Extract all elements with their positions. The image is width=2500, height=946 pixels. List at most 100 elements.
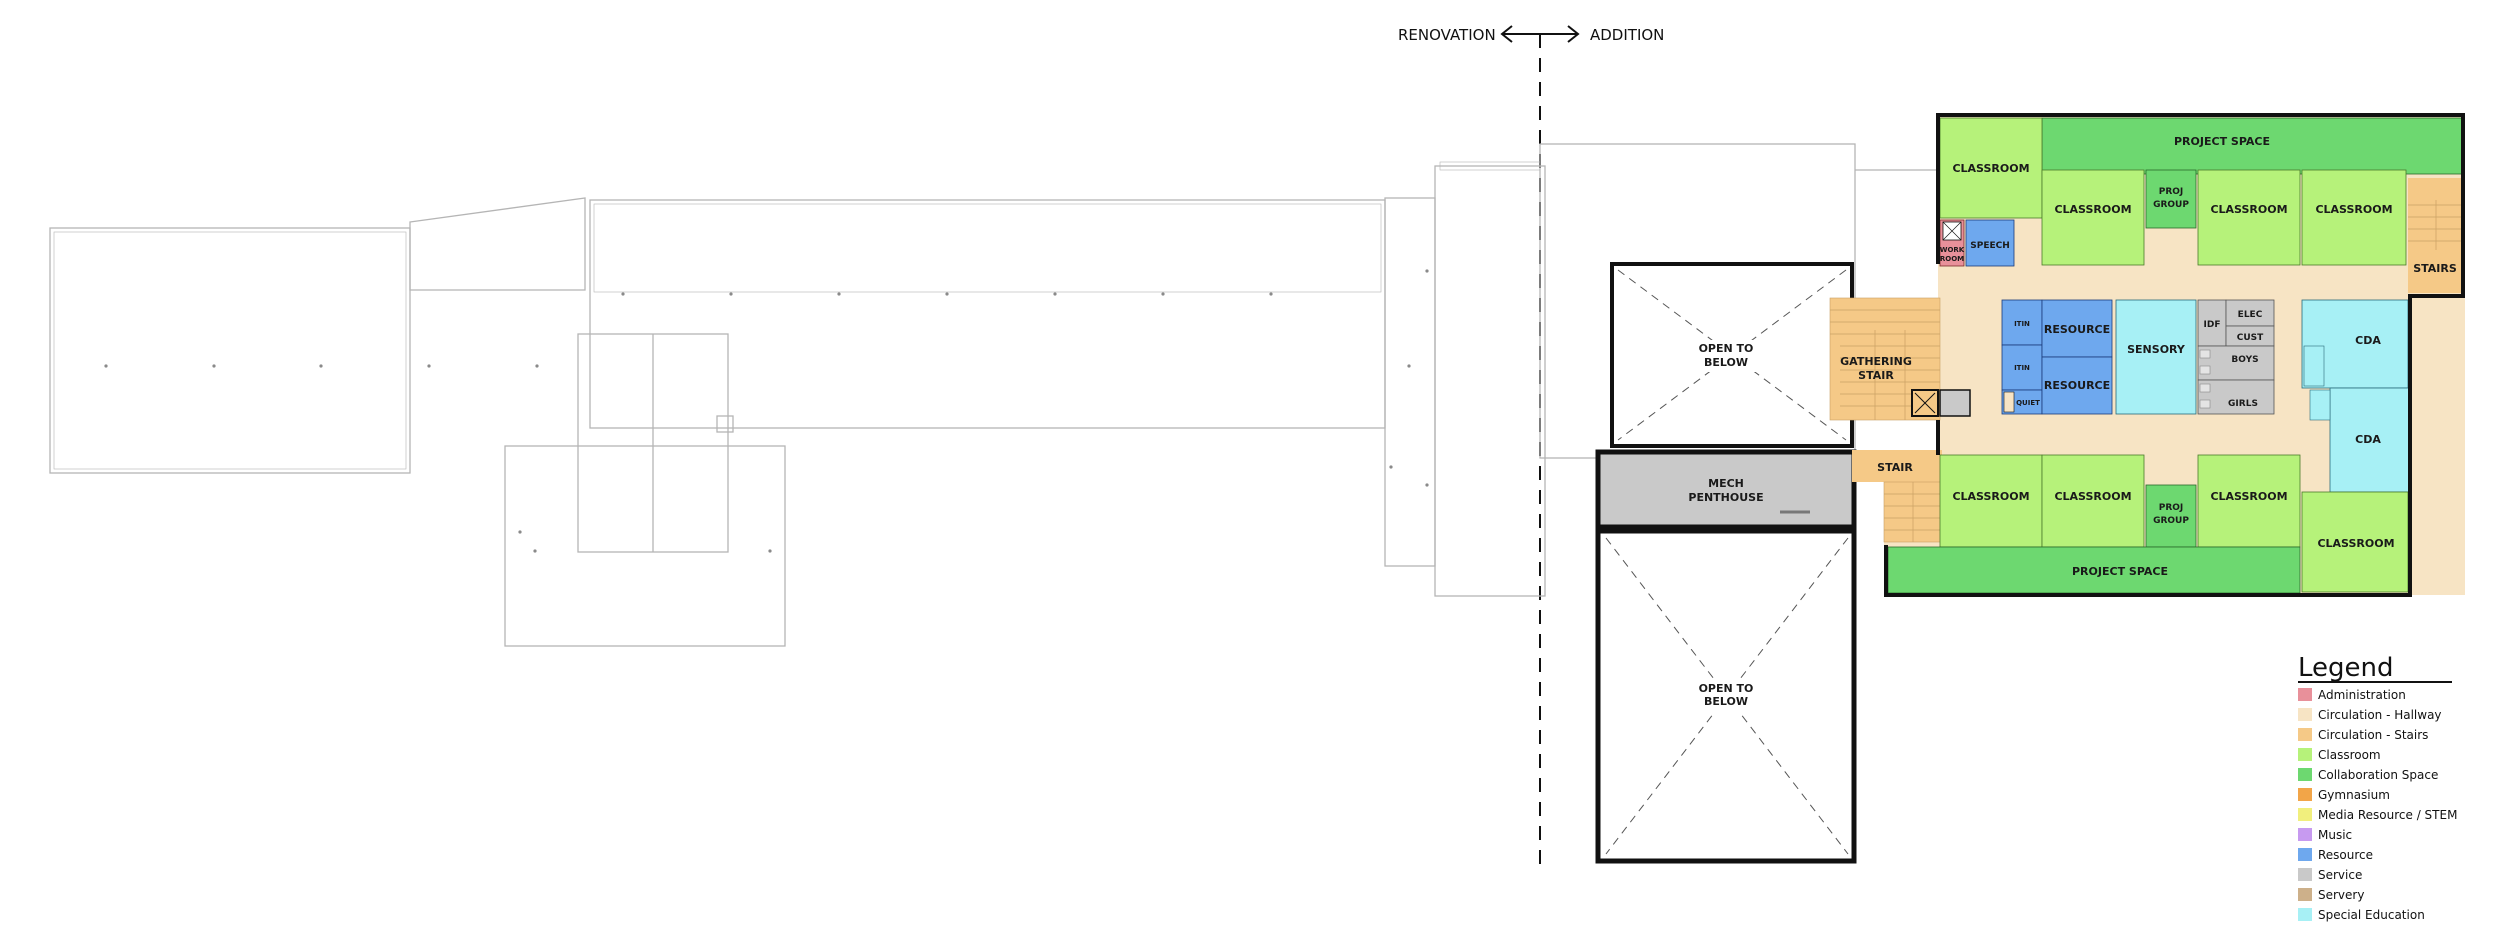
stairs-label: STAIRS: [2413, 262, 2457, 275]
legend-swatch: [2298, 688, 2312, 701]
legend-swatch: [2298, 888, 2312, 901]
girls-label: GIRLS: [2228, 399, 2258, 409]
classroom-label: CLASSROOM: [1952, 490, 2029, 503]
project-space-label: PROJECT SPACE: [2174, 135, 2270, 148]
stair-bottom-left: STAIR: [1852, 450, 1943, 543]
open-to-below-label: OPEN TO: [1699, 342, 1754, 355]
proj-group-bottom: PROJ GROUP: [2145, 484, 2197, 548]
classroom-label: CLASSROOM: [1952, 162, 2029, 175]
legend-swatch: [2298, 708, 2312, 721]
resource-label: RESOURCE: [2044, 379, 2110, 392]
classroom-bottom-4: CLASSROOM: [2301, 491, 2409, 593]
cust-room: CUST: [2225, 325, 2275, 347]
open-to-below-label: BELOW: [1704, 695, 1748, 708]
work-room-label: WORK: [1940, 246, 1965, 254]
legend-item-label: Special Education: [2318, 908, 2425, 922]
elec-room: ELEC: [2225, 299, 2275, 327]
renovation-label: RENOVATION: [1398, 26, 1496, 44]
proj-group-label: PROJ: [2159, 187, 2184, 197]
legend-swatch: [2298, 868, 2312, 881]
classroom-top-3: CLASSROOM: [2197, 169, 2301, 266]
legend-item-label: Classroom: [2318, 748, 2381, 762]
proj-group-label: GROUP: [2153, 516, 2189, 526]
idf-label: IDF: [2204, 320, 2221, 330]
addition-exterior-wall: [1884, 113, 2465, 597]
mech-label: MECH: [1708, 477, 1744, 490]
cust-label: CUST: [2237, 333, 2264, 343]
legend-item-label: Gymnasium: [2318, 788, 2390, 802]
cda-label: CDA: [2355, 334, 2381, 347]
open-to-below-label: BELOW: [1704, 356, 1748, 369]
legend-title: Legend: [2298, 653, 2394, 683]
itin-2: ITIN: [2001, 344, 2043, 391]
cda-room-2: CDA: [2309, 387, 2411, 493]
sensory-room: SENSORY: [2115, 299, 2197, 415]
classroom-top-2: CLASSROOM: [2041, 169, 2145, 266]
cda-room-1: CDA: [2301, 299, 2409, 389]
proj-group-label: GROUP: [2153, 200, 2189, 210]
itin-label: ITIN: [2014, 320, 2030, 328]
sensory-label: SENSORY: [2127, 343, 2186, 356]
gathering-stair-label: STAIR: [1858, 369, 1894, 382]
project-space-label: PROJECT SPACE: [2072, 565, 2168, 578]
legend-item-label: Music: [2318, 828, 2352, 842]
existing-building-dots: [104, 269, 1429, 553]
stair-label: STAIR: [1877, 461, 1913, 474]
stairs-right: STAIRS: [2408, 178, 2463, 293]
legend-swatch: [2298, 908, 2312, 921]
proj-group-top: PROJ GROUP: [2145, 169, 2197, 229]
legend-item-label: Servery: [2318, 888, 2364, 902]
legend-item-label: Administration: [2318, 688, 2406, 702]
legend-swatch: [2298, 768, 2312, 781]
legend-item-label: Resource: [2318, 848, 2373, 862]
legend-swatch: [2298, 748, 2312, 761]
classroom-top-4: CLASSROOM: [2301, 169, 2407, 266]
classroom-label: CLASSROOM: [2317, 537, 2394, 550]
proj-group-label: PROJ: [2159, 503, 2184, 513]
elevator: [1911, 389, 1971, 417]
legend-item-label: Collaboration Space: [2318, 768, 2438, 782]
classroom-bottom-1: CLASSROOM: [1939, 454, 2043, 548]
itin-1: ITIN: [2001, 299, 2043, 346]
open-to-below-lower: OPEN TO BELOW: [1595, 528, 1857, 864]
speech-room: SPEECH: [1965, 219, 2015, 267]
legend-item-label: Media Resource / STEM: [2318, 808, 2457, 822]
legend-swatch: [2298, 828, 2312, 841]
gathering-stair-label: GATHERING: [1840, 355, 1912, 368]
project-space-top: PROJECT SPACE: [2041, 117, 2463, 175]
legend-swatch: [2298, 848, 2312, 861]
legend-swatch: [2298, 728, 2312, 741]
speech-label: SPEECH: [1970, 241, 2010, 251]
resource-1: RESOURCE: [2041, 299, 2113, 358]
legend-item-label: Circulation - Stairs: [2318, 728, 2428, 742]
boys-restroom: BOYS: [2197, 345, 2275, 381]
boys-label: BOYS: [2231, 355, 2258, 365]
mech-penthouse: MECH PENTHOUSE: [1595, 449, 1857, 530]
quiet-label: QUIET: [2016, 399, 2040, 407]
classroom-label: CLASSROOM: [2054, 490, 2131, 503]
itin-label: ITIN: [2014, 364, 2030, 372]
legend-swatch: [2298, 788, 2312, 801]
elec-label: ELEC: [2238, 310, 2263, 320]
resource-label: RESOURCE: [2044, 323, 2110, 336]
classroom-label: CLASSROOM: [2315, 203, 2392, 216]
legend-item-label: Service: [2318, 868, 2362, 882]
open-to-below-upper: OPEN TO BELOW: [1610, 262, 1854, 448]
mech-label: PENTHOUSE: [1688, 491, 1763, 504]
legend-swatch: [2298, 808, 2312, 821]
classroom-top-1: CLASSROOM: [1939, 117, 2043, 219]
legend-item-label: Circulation - Hallway: [2318, 708, 2442, 722]
classroom-bottom-2: CLASSROOM: [2041, 454, 2145, 548]
existing-building-outline: [49, 143, 1940, 647]
classroom-label: CLASSROOM: [2054, 203, 2131, 216]
resource-2: RESOURCE: [2041, 356, 2113, 415]
project-space-bottom: PROJECT SPACE: [1887, 546, 2301, 594]
addition-label: ADDITION: [1590, 26, 1664, 44]
girls-restroom: GIRLS: [2197, 379, 2275, 415]
classroom-label: CLASSROOM: [2210, 490, 2287, 503]
classroom-label: CLASSROOM: [2210, 203, 2287, 216]
work-room-label: ROOM: [1940, 255, 1964, 263]
cda-label: CDA: [2355, 433, 2381, 446]
